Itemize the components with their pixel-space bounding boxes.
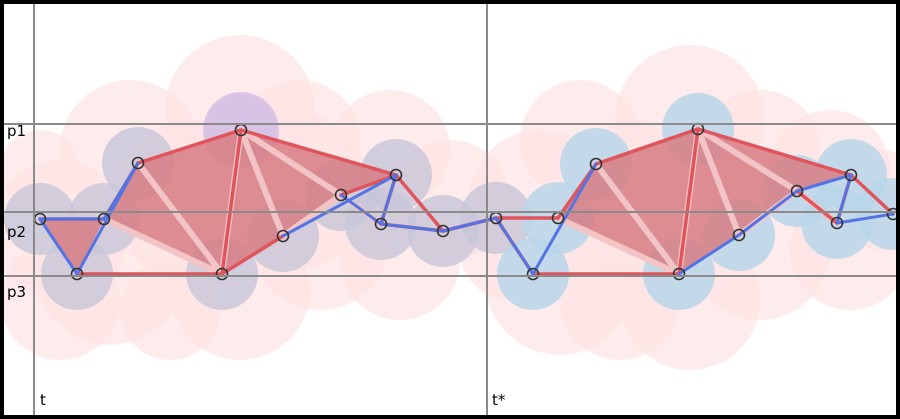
triangle-fill [40, 219, 104, 274]
p2-label: p2 [7, 223, 26, 241]
red-edge [136, 128, 243, 165]
vertex-marker [334, 188, 348, 202]
vertex-marker [215, 267, 229, 281]
red-edge [394, 173, 445, 233]
light-edge [555, 215, 682, 277]
p3-label: p3 [7, 283, 26, 301]
light-edge [101, 216, 225, 277]
light-edge [238, 127, 344, 198]
triangle-fill [241, 130, 396, 195]
blue-edge [339, 193, 383, 226]
triangle-fill [698, 129, 851, 191]
vertex-marker [589, 157, 603, 171]
red-edge [677, 127, 700, 276]
blue-edge [835, 212, 895, 225]
grid-lines [4, 4, 896, 415]
light-edge [593, 161, 682, 277]
triangle-fill [138, 130, 241, 274]
red-edge [849, 173, 895, 216]
red-edge [220, 234, 285, 276]
blue-edge [38, 217, 79, 276]
vertex-marker [374, 217, 388, 231]
light-edge [695, 126, 742, 238]
red-edge [239, 128, 398, 177]
vertex-marker [732, 228, 746, 242]
vertex-marker [830, 216, 844, 230]
red-edge [594, 127, 700, 166]
blue-edge [677, 233, 741, 276]
blue-edge [795, 173, 853, 193]
red-edge [696, 127, 853, 177]
triangle-fill [558, 164, 679, 274]
blue-edge [379, 222, 445, 233]
vertex-disk [857, 178, 900, 250]
light-edge [135, 160, 225, 277]
t-star-label: t* [492, 391, 506, 409]
blue-edge [281, 173, 398, 238]
vertex-marker [672, 267, 686, 281]
vertex-marker [389, 168, 403, 182]
blue-edge [379, 173, 398, 226]
vertex-marker [526, 267, 540, 281]
vertex-marker [790, 184, 804, 198]
blue-edge [835, 173, 853, 225]
blue-edge [102, 161, 140, 221]
light-edge [695, 126, 800, 194]
vertex-marker [131, 156, 145, 170]
triangle-fill [596, 129, 698, 274]
triangle-fill [104, 163, 222, 274]
vertex-marker [436, 224, 450, 238]
p1-label: p1 [7, 122, 26, 140]
red-edge [220, 128, 243, 276]
blue-edge [494, 216, 535, 276]
blue-edge [531, 162, 598, 276]
t-label: t [40, 391, 46, 409]
vertex-marker [97, 212, 111, 226]
red-edge [795, 189, 839, 225]
vertex-marker [70, 267, 84, 281]
vertex-marker [276, 229, 290, 243]
vertex-marker [844, 168, 858, 182]
light-edge [238, 127, 286, 239]
